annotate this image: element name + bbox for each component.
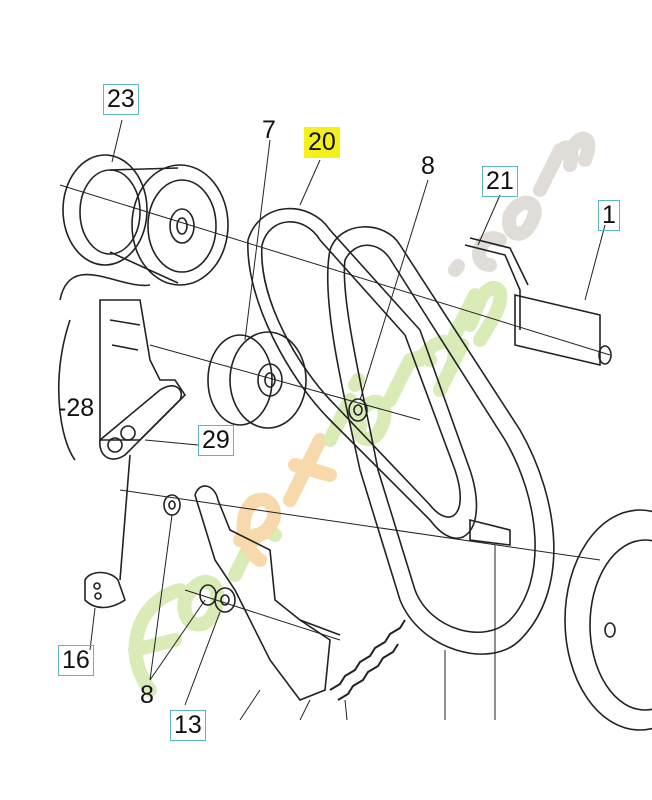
callout-8-upper: 8	[421, 152, 435, 180]
arm-29	[99, 385, 182, 460]
link-16	[84, 571, 126, 609]
part-1	[514, 293, 601, 367]
rod-21	[464, 237, 529, 330]
bracket-28	[99, 299, 187, 441]
callout-1: 1	[598, 200, 620, 231]
wheel-right	[564, 509, 652, 731]
callout-28: -28	[58, 394, 95, 422]
belt-20	[247, 207, 478, 539]
nut-8-upper	[348, 398, 368, 422]
callout-20: 20	[304, 127, 340, 158]
callout-13: 13	[170, 710, 206, 741]
callout-23: 23	[103, 84, 139, 115]
callout-8-lower: 8	[140, 681, 154, 709]
pulley-23	[62, 154, 229, 286]
washer-13	[199, 584, 236, 613]
pulley-7	[207, 331, 307, 429]
callout-7: 7	[262, 116, 276, 144]
spring	[329, 619, 406, 701]
main-belt	[326, 226, 555, 655]
bolt	[469, 518, 511, 546]
callout-16: 16	[58, 645, 94, 676]
tension-arm	[194, 485, 331, 701]
callout-21: 21	[482, 166, 518, 197]
callout-29: 29	[198, 425, 234, 456]
